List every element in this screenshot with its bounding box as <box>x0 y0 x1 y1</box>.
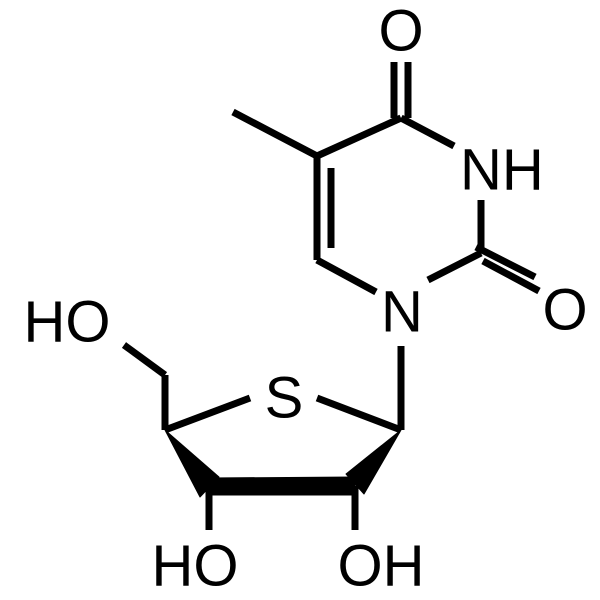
atom-label-ho3: HO <box>152 534 239 599</box>
atom-label-o2: O <box>542 278 587 343</box>
atom-label-o4: O <box>378 0 423 64</box>
atom-label-ho5: HO <box>24 290 111 355</box>
bond-c1prime-s <box>315 394 403 434</box>
bond-n1-c6 <box>315 256 378 296</box>
atom-label-s: S <box>265 366 304 431</box>
bond-c4-n3 <box>399 114 456 150</box>
bond-c2-n1 <box>426 249 483 284</box>
bond-c2-o2-b <box>481 257 541 295</box>
bond-c5-methyl <box>231 108 319 160</box>
atom-label-n3h: NH <box>460 138 544 203</box>
bond-c2-o2-a <box>474 243 537 281</box>
bold-bond-c3prime-c2prime <box>208 476 356 496</box>
atom-label-n1: N <box>381 280 423 345</box>
bond-c5prime-o5 <box>121 342 168 378</box>
bond-s-c4prime <box>163 394 252 434</box>
bond-c5-c4 <box>315 114 403 160</box>
atom-label-oh2: OH <box>338 534 425 599</box>
